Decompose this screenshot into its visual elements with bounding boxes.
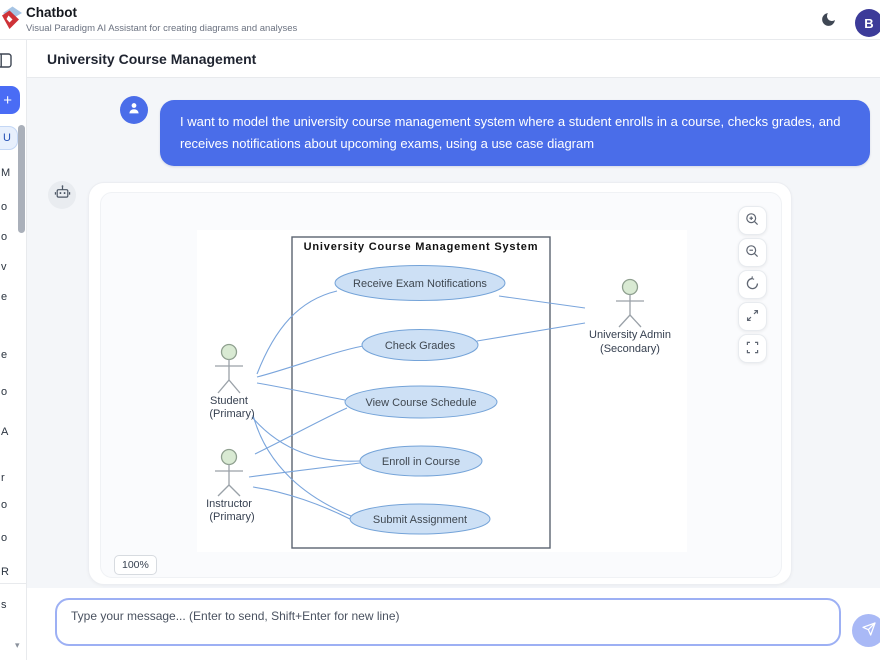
robot-icon <box>54 184 71 206</box>
page-title: University Course Management <box>47 51 256 67</box>
sidebar-item-truncated[interactable]: o <box>1 532 7 544</box>
user-message-avatar <box>120 96 148 124</box>
sidebar-item-truncated[interactable]: A <box>1 426 8 438</box>
visual-paradigm-logo-icon <box>1 5 24 39</box>
sidebar-item-truncated[interactable]: M <box>1 167 10 179</box>
app-title: Chatbot <box>26 5 77 20</box>
bot-message-avatar <box>48 181 76 209</box>
reset-view-button[interactable] <box>738 270 767 299</box>
sidebar-item-truncated[interactable]: o <box>1 201 7 213</box>
actor-student-name: Student <box>210 395 248 407</box>
composer-bar <box>27 588 880 660</box>
actor-admin-name: University Admin <box>589 329 671 341</box>
rotate-reset-icon <box>744 275 761 295</box>
new-chat-button[interactable]: + <box>0 86 20 114</box>
top-header: Chatbot Visual Paradigm AI Assistant for… <box>0 0 880 40</box>
actor-instructor <box>215 450 243 497</box>
actor-student <box>215 345 243 394</box>
sidebar-item-truncated[interactable]: U <box>0 126 18 150</box>
chat-scroll-area[interactable]: I want to model the university course ma… <box>27 78 880 588</box>
fullscreen-icon <box>744 339 761 359</box>
diagram-canvas-panel[interactable]: University Course Management System <box>100 192 782 578</box>
sidebar-item-truncated[interactable]: v <box>1 261 7 273</box>
actor-student-role: (Primary) <box>209 408 254 420</box>
zoom-level-badge: 100% <box>114 555 157 575</box>
sidebar-scroll-down-icon[interactable]: ▾ <box>15 640 20 651</box>
sidebar-item-truncated[interactable]: s <box>1 599 7 611</box>
zoom-out-icon <box>744 243 761 263</box>
expand-button[interactable] <box>738 302 767 331</box>
use-case-label: View Course Schedule <box>365 397 476 409</box>
use-case-diagram: University Course Management System <box>197 230 687 552</box>
sidebar-item-truncated[interactable]: o <box>1 499 7 511</box>
moon-icon <box>820 16 837 31</box>
expand-arrows-icon <box>744 307 761 327</box>
user-message-bubble: I want to model the university course ma… <box>160 100 870 166</box>
send-button[interactable] <box>852 614 880 647</box>
message-input[interactable] <box>57 600 839 644</box>
actor-admin-role: (Secondary) <box>600 343 660 355</box>
fullscreen-button[interactable] <box>738 334 767 363</box>
sidebar-item-truncated[interactable]: e <box>1 349 7 361</box>
actor-university-admin <box>616 280 644 328</box>
actor-instructor-name: Instructor <box>206 498 252 510</box>
actor-instructor-role: (Primary) <box>209 511 254 523</box>
sidebar-toggle-icon[interactable] <box>0 53 12 73</box>
person-icon <box>126 100 142 121</box>
sidebar-scrollbar[interactable] <box>18 125 25 233</box>
use-case-label: Receive Exam Notifications <box>353 278 487 290</box>
zoom-in-button[interactable] <box>738 206 767 235</box>
sidebar-item-truncated[interactable]: e <box>1 291 7 303</box>
bot-message-card: University Course Management System <box>88 182 792 585</box>
sidebar-item-truncated[interactable]: o <box>1 231 7 243</box>
system-boundary-title: University Course Management System <box>304 241 539 253</box>
conversation-header: University Course Management <box>27 40 880 78</box>
paper-plane-icon <box>861 621 877 640</box>
use-case-label: Enroll in Course <box>382 456 460 468</box>
dark-mode-toggle[interactable] <box>818 11 838 31</box>
chat-history-sidebar: + UMooveeoArooRs ▾ <box>0 40 27 660</box>
sidebar-item-truncated[interactable]: o <box>1 386 7 398</box>
app-subtitle: Visual Paradigm AI Assistant for creatin… <box>26 23 297 34</box>
use-case-label: Check Grades <box>385 340 456 352</box>
sidebar-item-truncated[interactable]: R <box>1 566 9 578</box>
sidebar-item-truncated[interactable]: r <box>1 472 5 484</box>
zoom-in-icon <box>744 211 761 231</box>
user-account-avatar[interactable]: B <box>855 9 880 37</box>
zoom-out-button[interactable] <box>738 238 767 267</box>
sidebar-divider <box>0 583 27 584</box>
message-input-container <box>55 598 841 646</box>
canvas-controls <box>738 206 768 366</box>
use-case-label: Submit Assignment <box>373 514 467 526</box>
